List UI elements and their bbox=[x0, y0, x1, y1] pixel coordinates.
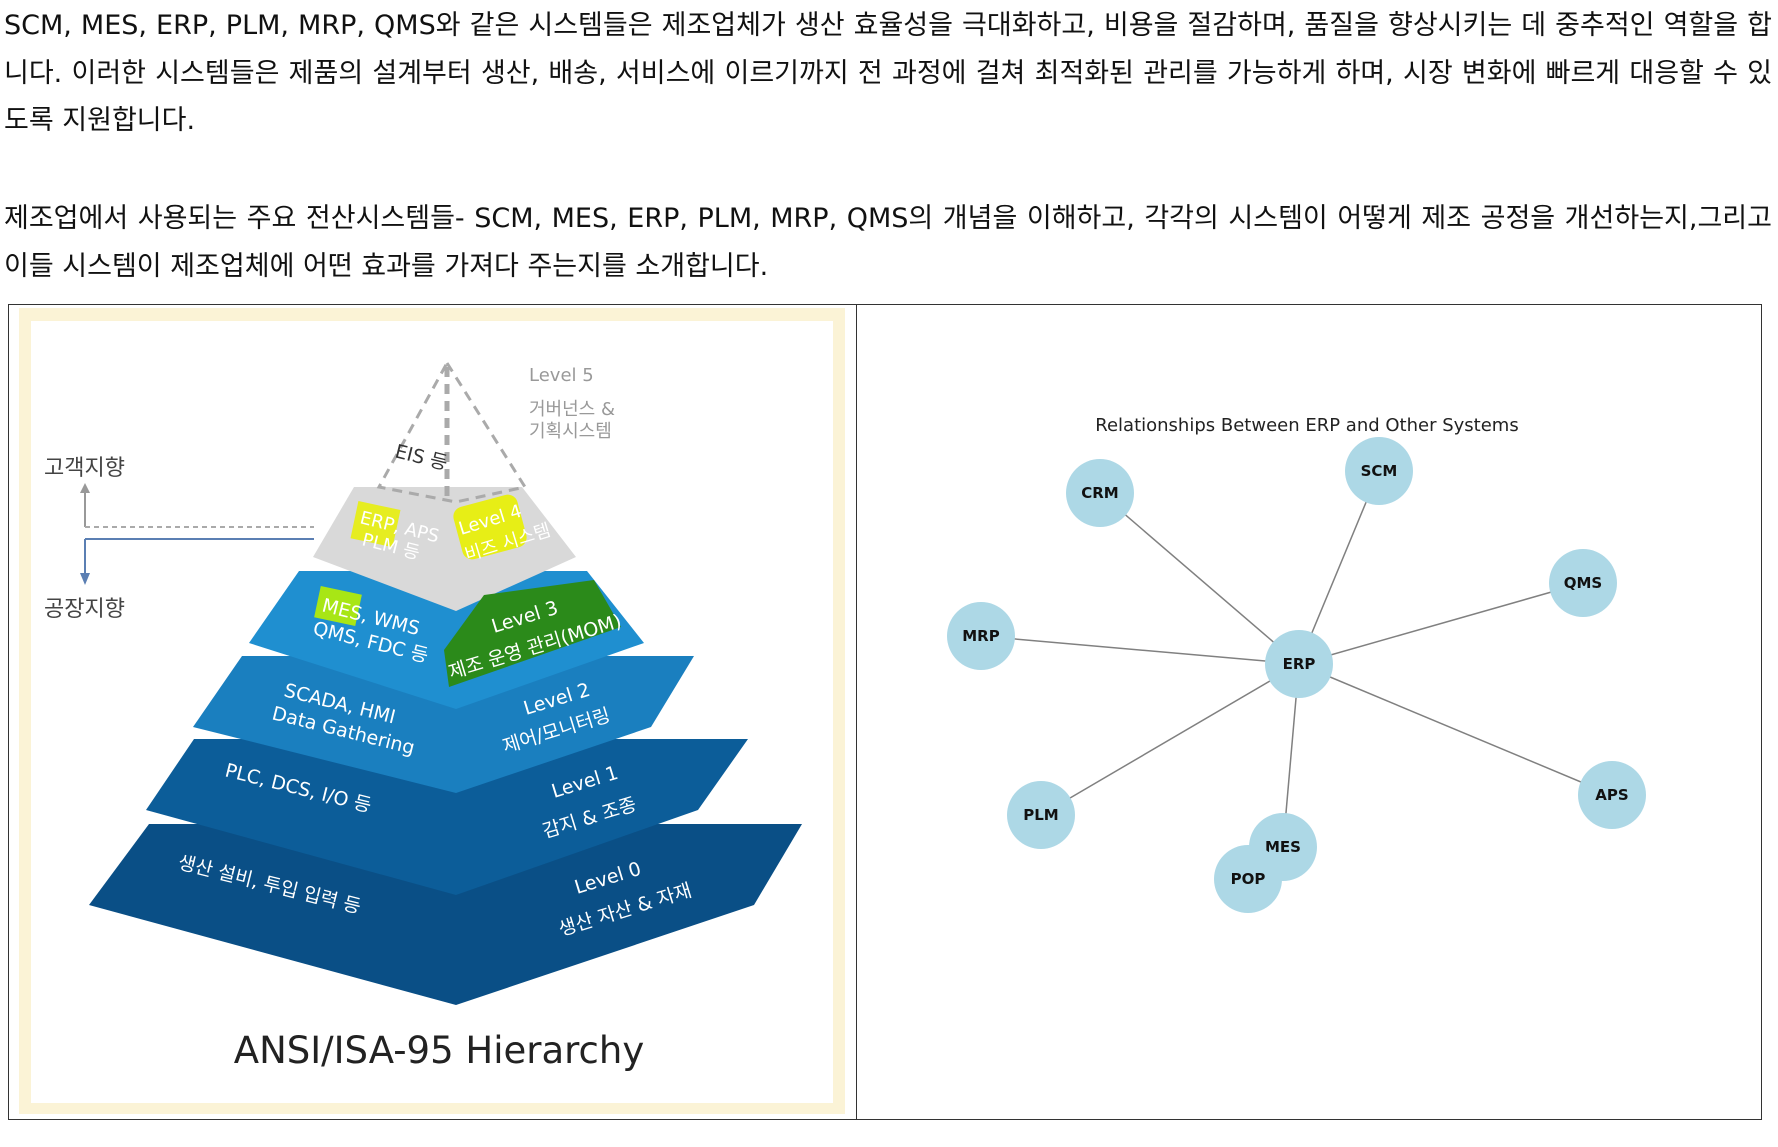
node-pop: POP bbox=[1214, 845, 1282, 913]
node-plm: PLM bbox=[1007, 781, 1075, 849]
network-figure: Relationships Between ERP and Other Syst… bbox=[857, 305, 1761, 1119]
factory-arrow-head-icon bbox=[80, 573, 90, 585]
highlight-level-3 bbox=[444, 580, 621, 687]
factory-oriented-label: 공장지향 bbox=[44, 597, 125, 622]
node-label-crm: CRM bbox=[1081, 484, 1119, 502]
customer-oriented-label: 고객지향 bbox=[44, 456, 125, 481]
node-crm: CRM bbox=[1066, 459, 1134, 527]
node-mrp: MRP bbox=[947, 602, 1015, 670]
figure-cell-divider bbox=[856, 305, 857, 1119]
pyramid-level-1 bbox=[146, 739, 748, 895]
node-erp: ERP bbox=[1265, 630, 1333, 698]
level-5-desc-1: 거버넌스 & bbox=[529, 399, 615, 420]
highlight-erp bbox=[350, 501, 401, 548]
network-nodes: ERP CRM SCM QMS MRP APS PLM MES POP bbox=[947, 437, 1646, 913]
node-label-plm: PLM bbox=[1023, 806, 1058, 824]
edge-erp-scm bbox=[1298, 470, 1380, 665]
pyramid-figure: Level 5 거버넌스 & 기획시스템 EIS 등 ERP, APS PLM … bbox=[9, 305, 856, 1119]
erp-network-graph: Relationships Between ERP and Other Syst… bbox=[947, 415, 1646, 913]
node-label-aps: APS bbox=[1595, 786, 1628, 804]
node-label-mes: MES bbox=[1265, 838, 1301, 856]
edge-erp-plm bbox=[1040, 663, 1300, 816]
summary-paragraph: 제조업에서 사용되는 주요 전산시스템들- SCM, MES, ERP, PLM… bbox=[4, 203, 1772, 282]
node-circle-mrp bbox=[947, 602, 1015, 670]
edge-erp-qms bbox=[1298, 582, 1584, 665]
node-circle-pop bbox=[1214, 845, 1282, 913]
node-circle-erp bbox=[1265, 630, 1333, 698]
node-scm: SCM bbox=[1345, 437, 1413, 505]
node-circle-qms bbox=[1549, 549, 1617, 617]
node-aps: APS bbox=[1578, 761, 1646, 829]
node-label-erp: ERP bbox=[1283, 655, 1316, 673]
node-circle-aps bbox=[1578, 761, 1646, 829]
edge-erp-crm bbox=[1099, 492, 1300, 665]
pyramid-level-5 bbox=[376, 360, 528, 504]
node-circle-scm bbox=[1345, 437, 1413, 505]
figure-table: Level 5 거버넌스 & 기획시스템 EIS 등 ERP, APS PLM … bbox=[8, 304, 1762, 1120]
node-label-pop: POP bbox=[1231, 870, 1266, 888]
node-circle-crm bbox=[1066, 459, 1134, 527]
node-label-mrp: MRP bbox=[962, 627, 999, 645]
pyramid-level-2 bbox=[193, 656, 694, 793]
network-edges bbox=[980, 470, 1613, 848]
pyramid-level-0 bbox=[89, 824, 802, 1005]
node-qms: QMS bbox=[1549, 549, 1617, 617]
intro-paragraph: SCM, MES, ERP, PLM, MRP, QMS와 같은 시스템들은 제… bbox=[4, 10, 1772, 136]
network-title: Relationships Between ERP and Other Syst… bbox=[1095, 415, 1518, 436]
node-label-scm: SCM bbox=[1361, 462, 1398, 480]
isa95-pyramid-diagram: Level 5 거버넌스 & 기획시스템 EIS 등 ERP, APS PLM … bbox=[19, 308, 845, 1114]
highlight-level-4 bbox=[453, 494, 527, 560]
highlight-mes bbox=[314, 585, 362, 627]
edge-erp-mrp bbox=[980, 635, 1300, 665]
level-5-number: Level 5 bbox=[529, 365, 594, 386]
customer-arrow-head-icon bbox=[80, 483, 90, 493]
pyramid-caption: ANSI/ISA-95 Hierarchy bbox=[234, 1029, 644, 1072]
node-circle-plm bbox=[1007, 781, 1075, 849]
level-5-desc-2: 기획시스템 bbox=[529, 421, 612, 442]
node-label-qms: QMS bbox=[1564, 574, 1602, 592]
edge-erp-aps bbox=[1298, 663, 1613, 796]
